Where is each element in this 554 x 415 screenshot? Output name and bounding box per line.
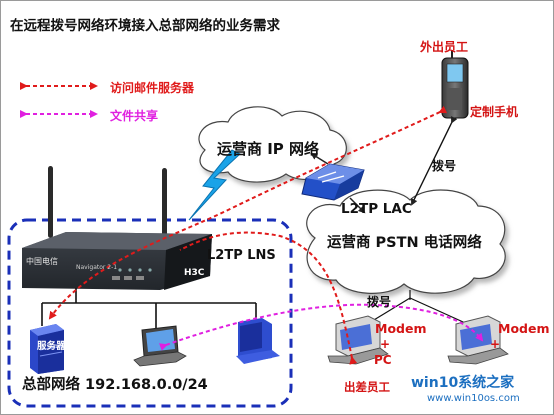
- device-brand-label: 中国电信: [26, 257, 58, 266]
- page-title: 在远程拨号网络环境接入总部网络的业务需求: [10, 18, 280, 34]
- plus-right-label: +: [490, 337, 501, 351]
- legend-share-label: 文件共享: [110, 109, 159, 123]
- modem-right-label: Modem: [498, 321, 550, 336]
- device-model-label: Navigator 2-1: [76, 264, 118, 271]
- ip-network-label: 运营商 IP 网络: [217, 140, 320, 158]
- modem-left-label: Modem: [375, 321, 427, 336]
- antenna-left-icon: [48, 166, 53, 238]
- lns-label: L2TP LNS: [207, 248, 276, 263]
- lan-links: [41, 288, 257, 330]
- business-user-label: 出差员工: [344, 380, 390, 394]
- antenna-right-icon: [162, 168, 167, 238]
- mail-route-phone: [48, 105, 448, 320]
- legend-mail-label: 访问邮件服务器: [110, 81, 195, 95]
- device-logo: H3C: [184, 268, 205, 278]
- dial-label-top: 拨号: [432, 159, 457, 173]
- plus-left-label: +: [380, 337, 391, 351]
- server-icon: [30, 324, 64, 374]
- mail-route-laptop: [179, 231, 358, 365]
- dial-label-bottom: 拨号: [367, 295, 392, 309]
- hq-network-label: 总部网络 192.168.0.0/24: [22, 377, 208, 393]
- mobile-phone-icon: [441, 50, 469, 119]
- watermark-title: win10系统之家: [411, 375, 515, 391]
- share-route: [159, 303, 484, 351]
- mobile-user-label: 外出员工: [420, 40, 469, 54]
- pc-label: PC: [374, 353, 392, 367]
- watermark-url[interactable]: www.win10os.com: [427, 393, 520, 404]
- lac-label: L2TP LAC: [341, 201, 412, 217]
- laptop-hq-icon: [133, 325, 187, 367]
- server-label: 服务器: [37, 341, 66, 352]
- pstn-label: 运营商 PSTN 电话网络: [327, 235, 482, 251]
- desktop-hq-icon: [236, 318, 280, 364]
- phone-label: 定制手机: [470, 105, 519, 119]
